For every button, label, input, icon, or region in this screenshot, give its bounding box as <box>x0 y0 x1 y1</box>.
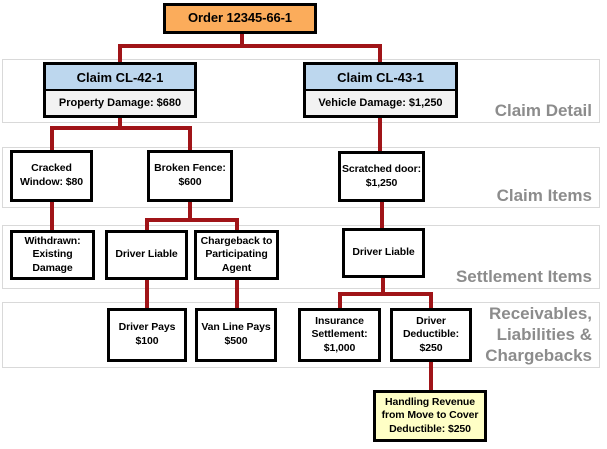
connector-claim-42-stub <box>118 118 122 130</box>
connector-claim-43-to-scratched-door <box>378 118 382 152</box>
node-scratched-door: Scratched door: $1,250 <box>338 151 425 202</box>
connector-scratched-door-to-driver-liable <box>380 202 384 229</box>
node-handling-revenue: Handling Revenue from Move to Cover Dedu… <box>373 390 487 442</box>
node-cracked-window: Cracked Window: $80 <box>10 150 93 202</box>
claim-43-detail: Vehicle Damage: $1,250 <box>306 91 455 115</box>
band-label-claim-items: Claim Items <box>496 186 592 205</box>
connector-driver-liable-right-stub <box>381 278 385 296</box>
node-claim-cl-42-1: Claim CL-42-1 Property Damage: $680 <box>43 62 197 118</box>
connector-cracked-window-to-withdrawn <box>50 202 54 231</box>
band-label-receivables: Receivables, Liabilities & Chargebacks <box>485 304 592 365</box>
node-chargeback-participating-agent: Chargeback to Participating Agent <box>194 230 279 280</box>
connector-drop-driver-deductible <box>429 292 433 309</box>
band-settlement-items: Settlement Items <box>2 225 600 289</box>
connector-drop-broken-fence <box>188 126 192 151</box>
connector-drop-chargeback <box>235 218 239 231</box>
connector-chargeback-to-van-line-pays <box>235 280 239 309</box>
connector-drop-driver-liable-left <box>145 218 149 231</box>
claim-43-title: Claim CL-43-1 <box>306 65 455 91</box>
node-driver-liable-left: Driver Liable <box>105 230 188 280</box>
connector-order-stub <box>240 33 244 48</box>
connector-broken-fence-horizontal <box>145 218 239 222</box>
connector-drop-claim-42 <box>118 44 122 63</box>
connector-drop-claim-43 <box>378 44 382 63</box>
connector-broken-fence-stub <box>188 202 192 222</box>
node-withdrawn-existing-damage: Withdrawn: Existing Damage <box>10 230 95 280</box>
node-broken-fence: Broken Fence: $600 <box>147 150 233 202</box>
claim-42-title: Claim CL-42-1 <box>46 65 194 91</box>
band-claim-items: Claim Items <box>2 147 600 208</box>
connector-claim-42-to-items-horizontal <box>50 126 192 130</box>
node-order: Order 12345-66-1 <box>163 3 317 34</box>
connector-driver-liable-to-driver-pays <box>145 280 149 309</box>
connector-deductible-to-handling-revenue <box>429 362 433 391</box>
claim-42-detail: Property Damage: $680 <box>46 91 194 115</box>
node-claim-cl-43-1: Claim CL-43-1 Vehicle Damage: $1,250 <box>303 62 458 118</box>
node-driver-deductible: Driver Deductible: $250 <box>390 308 472 362</box>
connector-drop-insurance-settlement <box>338 292 342 309</box>
node-driver-pays: Driver Pays $100 <box>107 308 187 362</box>
band-label-claim-detail: Claim Detail <box>494 101 592 120</box>
connector-order-to-claims-horizontal <box>118 44 382 48</box>
node-driver-liable-right: Driver Liable <box>342 228 425 278</box>
band-label-settlement-items: Settlement Items <box>455 267 592 286</box>
connector-driver-liable-right-horizontal <box>338 292 433 296</box>
node-insurance-settlement: Insurance Settlement: $1,000 <box>298 308 381 362</box>
connector-drop-cracked-window <box>50 126 54 151</box>
node-van-line-pays: Van Line Pays $500 <box>195 308 277 362</box>
